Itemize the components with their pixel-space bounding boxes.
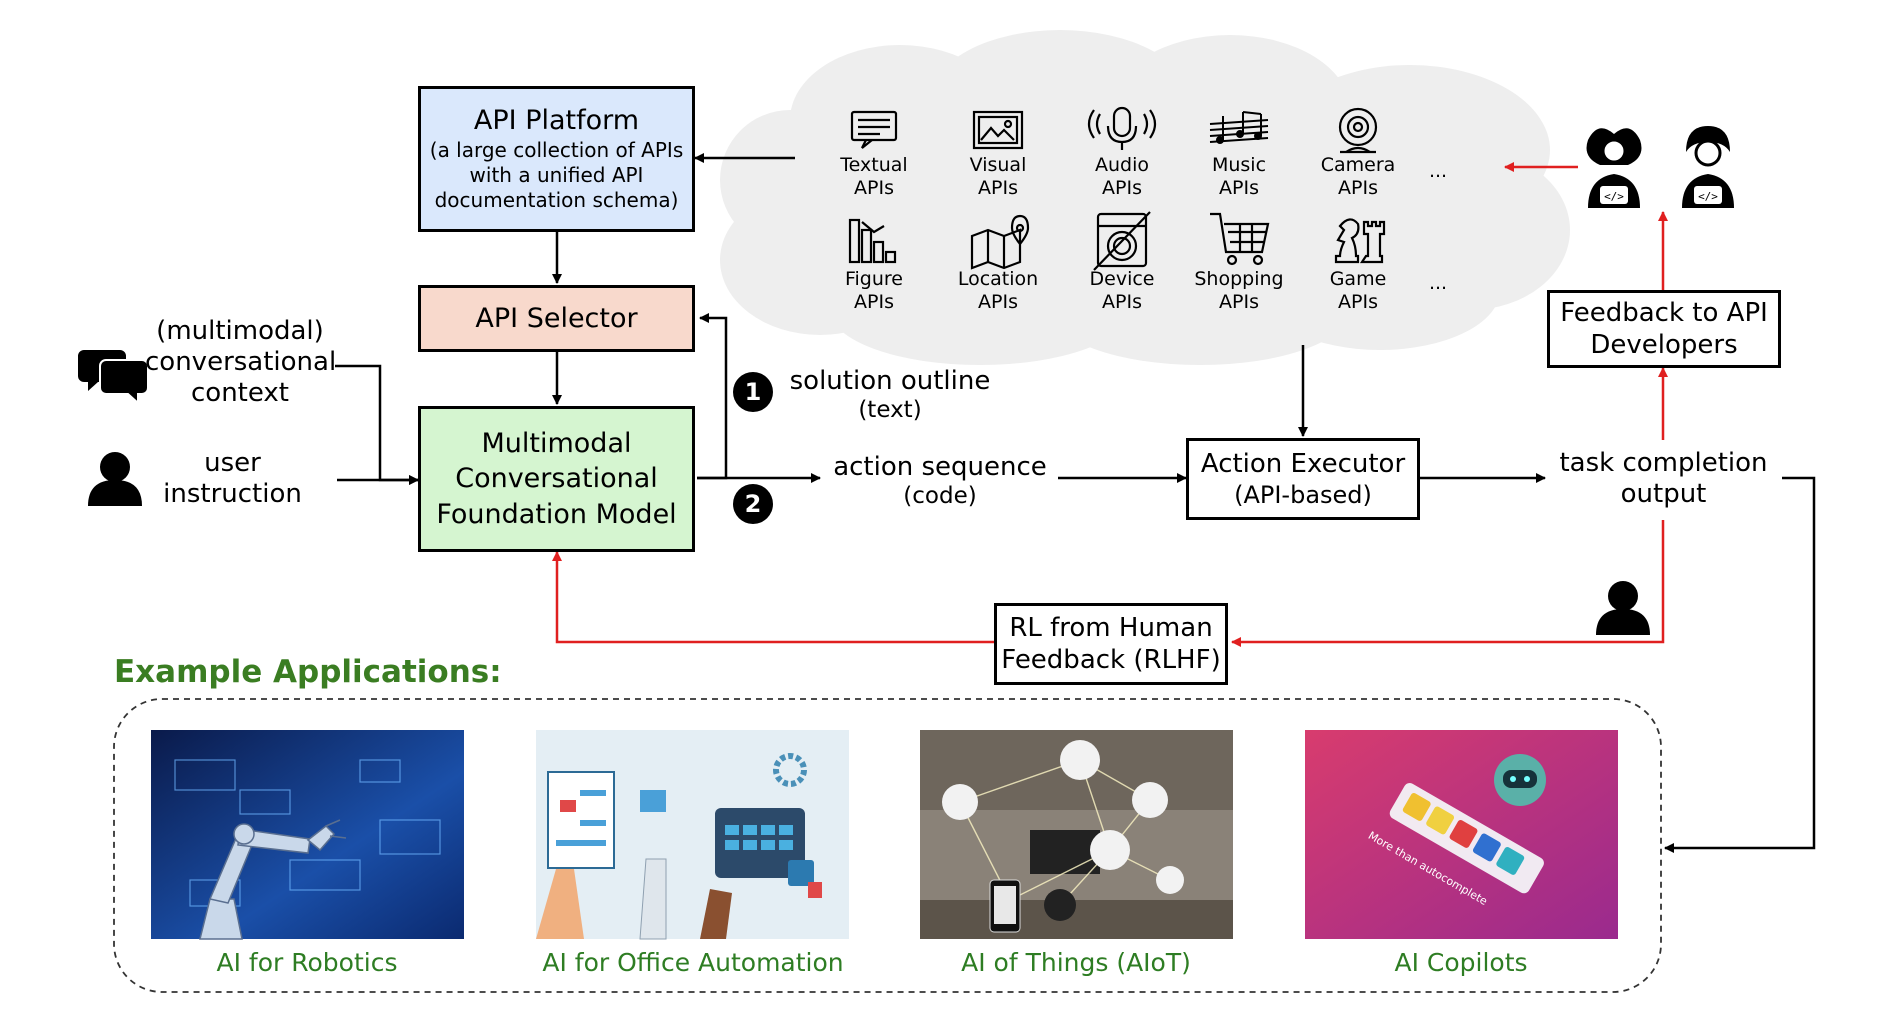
action-line-1: action sequence	[833, 452, 1047, 482]
solution-outline-label: solution outline (text)	[780, 366, 1000, 425]
instruction-line-2: instruction	[163, 479, 302, 510]
office-automation-image	[536, 730, 849, 940]
context-line-3: context	[191, 378, 289, 409]
feedback-arrows	[552, 162, 1668, 647]
arrow-model-to-selector	[697, 313, 728, 480]
smart-home-image	[920, 730, 1233, 939]
foundation-model-line-3: Foundation Model	[436, 498, 677, 530]
task-output-line-2: output	[1620, 479, 1707, 510]
step-1-badge: 1	[733, 372, 773, 412]
action-executor-line-1: Action Executor	[1200, 448, 1406, 479]
user-icon	[88, 452, 142, 506]
step-2-badge: 2	[733, 484, 773, 524]
human-feedback-icon	[1596, 581, 1650, 635]
api-selector-box: API Selector	[418, 285, 695, 352]
api-selector-label: API Selector	[475, 303, 638, 334]
arrow-context-to-model	[335, 364, 419, 485]
context-line-1: (multimodal)	[156, 316, 324, 346]
app-caption-copilots: AI Copilots	[1394, 948, 1528, 977]
arrow-human-to-rlhf	[1231, 520, 1665, 647]
rlhf-line-1: RL from Human	[1009, 612, 1213, 643]
action-executor-box: Action Executor (API-based)	[1186, 438, 1420, 520]
svg-text:</>: </>	[1698, 190, 1718, 203]
music-icon	[1209, 111, 1269, 144]
api-platform-box: API Platform (a large collection of APIs…	[418, 86, 695, 232]
feedback-developers-box: Feedback to API Developers	[1547, 290, 1781, 368]
chart-icon	[848, 218, 897, 264]
api-platform-desc-2: with a unified API	[469, 162, 644, 187]
api-ellipsis-2: ...	[1428, 272, 1448, 294]
arrow-output-to-applications	[1664, 476, 1816, 853]
app-caption-aiot: AI of Things (AIoT)	[961, 948, 1191, 977]
cart-icon	[1210, 212, 1270, 266]
arrow-rlhf-to-model	[552, 551, 994, 644]
washing-machine-icon	[1093, 211, 1151, 271]
microphone-icon	[1087, 106, 1157, 150]
task-output-line-1: task completion	[1559, 448, 1768, 478]
flow-arrows	[335, 153, 1816, 853]
api-ellipsis-1: ...	[1428, 160, 1448, 182]
api-platform-title: API Platform	[473, 105, 640, 137]
instruction-label: user instruction	[150, 448, 315, 510]
api-cloud	[720, 30, 1570, 365]
rlhf-line-2: Feedback (RLHF)	[1001, 645, 1221, 675]
context-label: (multimodal) conversational context	[145, 316, 337, 410]
app-caption-robotics: AI for Robotics	[216, 948, 398, 977]
foundation-model-line-2: Conversational	[455, 463, 658, 495]
developer-male-icon: </>	[1682, 126, 1734, 208]
context-line-2: conversational	[145, 347, 337, 378]
svg-text:</>: </>	[1604, 190, 1624, 203]
webcam-icon	[1338, 107, 1378, 154]
map-icon	[970, 214, 1030, 270]
image-icon	[972, 110, 1024, 150]
example-applications-heading: Example Applications:	[114, 654, 502, 690]
chat-bubbles-icon	[78, 350, 149, 406]
chess-icon	[1334, 218, 1386, 264]
feedback-line-1: Feedback to API	[1560, 297, 1768, 328]
foundation-model-line-1: Multimodal	[481, 428, 632, 460]
robot-arm-image	[151, 730, 464, 940]
foundation-model-box: Multimodal Conversational Foundation Mod…	[418, 406, 695, 552]
api-platform-desc-1: (a large collection of APIs	[429, 137, 684, 162]
copilot-image	[1305, 730, 1618, 939]
developer-female-icon: </>	[1586, 128, 1642, 208]
rlhf-box: RL from Human Feedback (RLHF)	[994, 603, 1228, 685]
api-platform-desc-3: documentation schema)	[434, 187, 679, 212]
instruction-line-1: user	[204, 448, 261, 478]
applications-container	[113, 698, 1662, 993]
action-executor-line-2: (API-based)	[1234, 481, 1372, 510]
app-caption-office: AI for Office Automation	[542, 948, 844, 977]
feedback-line-2: Developers	[1590, 330, 1738, 360]
action-sequence-label: action sequence (code)	[830, 452, 1050, 511]
solution-line-1: solution outline	[789, 366, 991, 396]
solution-line-2: (text)	[858, 397, 922, 424]
task-output-label: task completion output	[1545, 448, 1782, 510]
action-line-2: (code)	[903, 483, 977, 510]
document-icon	[850, 110, 898, 149]
